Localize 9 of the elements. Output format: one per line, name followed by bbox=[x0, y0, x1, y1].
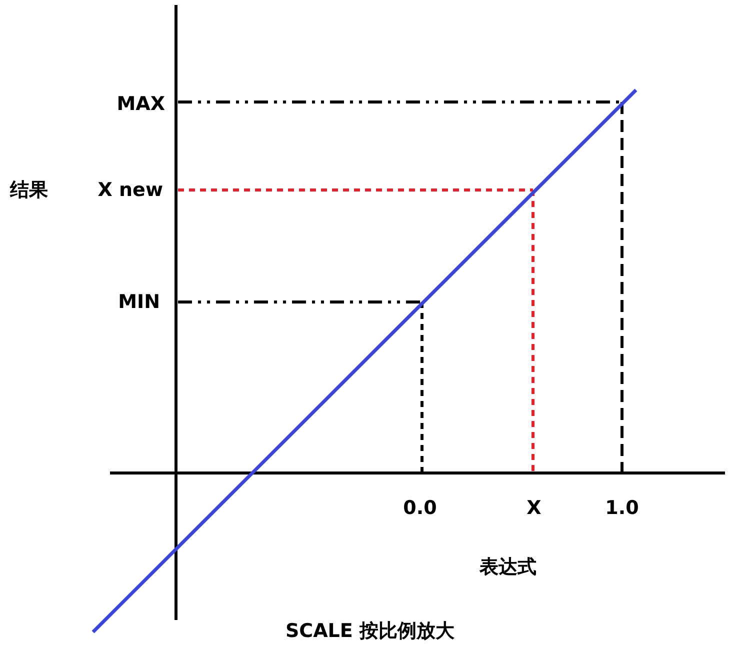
axis-tick-label: MIN bbox=[118, 290, 160, 314]
caption-text: SCALE 按比例放大 bbox=[285, 620, 455, 642]
axis-tick-label: X new bbox=[98, 178, 163, 202]
axis-tick-label: X bbox=[526, 496, 542, 520]
axis-title: 结果 bbox=[10, 178, 48, 202]
axis-tick-label: 0.0 bbox=[403, 496, 437, 520]
axis-title: 表达式 bbox=[480, 556, 536, 578]
axis-tick-label: MAX bbox=[116, 92, 165, 116]
axis-tick-label: 1.0 bbox=[605, 496, 639, 520]
